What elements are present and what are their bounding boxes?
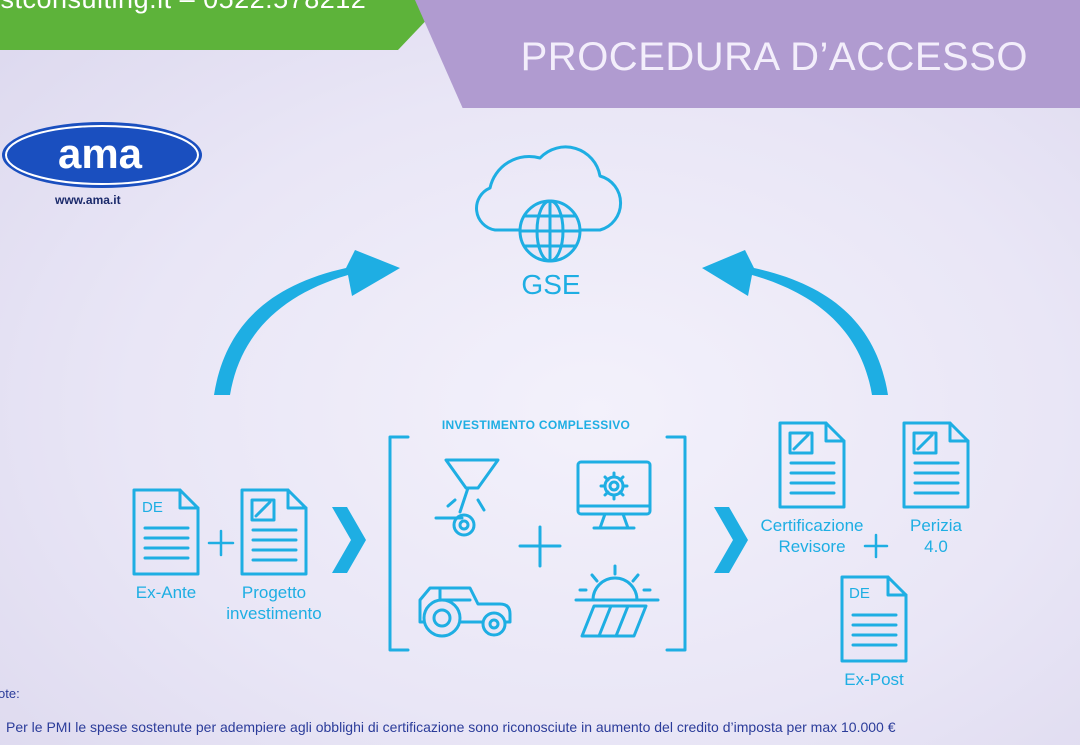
- title-band: [415, 0, 1080, 108]
- project-document-icon: [240, 488, 308, 576]
- tractor-icon: [418, 586, 512, 638]
- ex-ante-document-icon: [132, 488, 200, 576]
- header-bar: sistconsulting.it – 0522.578212 PROCEDUR…: [0, 0, 1080, 110]
- bracket-left: [388, 435, 410, 652]
- gse-label: GSE: [521, 269, 580, 300]
- contact-text: sistconsulting.it – 0522.578212: [0, 0, 366, 15]
- globe-icon: [518, 199, 582, 263]
- arrow-to-gse-left: [214, 250, 400, 395]
- ex-ante-label: Ex-Ante: [135, 583, 197, 602]
- logo-url: www.ama.it: [55, 193, 121, 207]
- notes-heading: ote:: [0, 686, 20, 701]
- perizia-document-icon: [902, 421, 970, 509]
- ex-post-label: Ex-Post: [844, 670, 904, 689]
- certification-label: Certificazione Revisore: [760, 516, 864, 556]
- arrow-to-gse-right: [702, 250, 888, 395]
- notes-text: Per le PMI le spese sostenute per adempi…: [6, 719, 896, 735]
- plus-icon-center: [518, 525, 562, 568]
- ex-post-badge: DE: [849, 585, 870, 602]
- perizia-label: Perizia 4.0: [910, 516, 962, 556]
- svg-text:ama: ama: [58, 130, 143, 177]
- investment-title: INVESTIMENTO COMPLESSIVO: [441, 418, 631, 432]
- plus-icon-left: [207, 529, 235, 557]
- spreader-machine-icon: [434, 458, 500, 537]
- cloud-icon: [475, 145, 623, 232]
- plus-icon-right: [863, 533, 889, 559]
- contact-band: sistconsulting.it – 0522.578212: [0, 0, 455, 50]
- chevron-right-icon-left: [332, 507, 366, 573]
- ex-post-document-icon: [840, 575, 908, 663]
- page-title: PROCEDURA D’ACCESSO: [520, 35, 1028, 79]
- computer-settings-icon: [576, 460, 652, 530]
- bracket-right: [665, 435, 687, 652]
- ama-logo: ama: [2, 122, 202, 188]
- chevron-right-icon-right: [714, 507, 748, 573]
- certification-document-icon: [778, 421, 846, 509]
- project-label: Progetto investimento: [226, 583, 322, 623]
- solar-panel-icon: [574, 564, 660, 638]
- ex-ante-badge: DE: [142, 499, 163, 516]
